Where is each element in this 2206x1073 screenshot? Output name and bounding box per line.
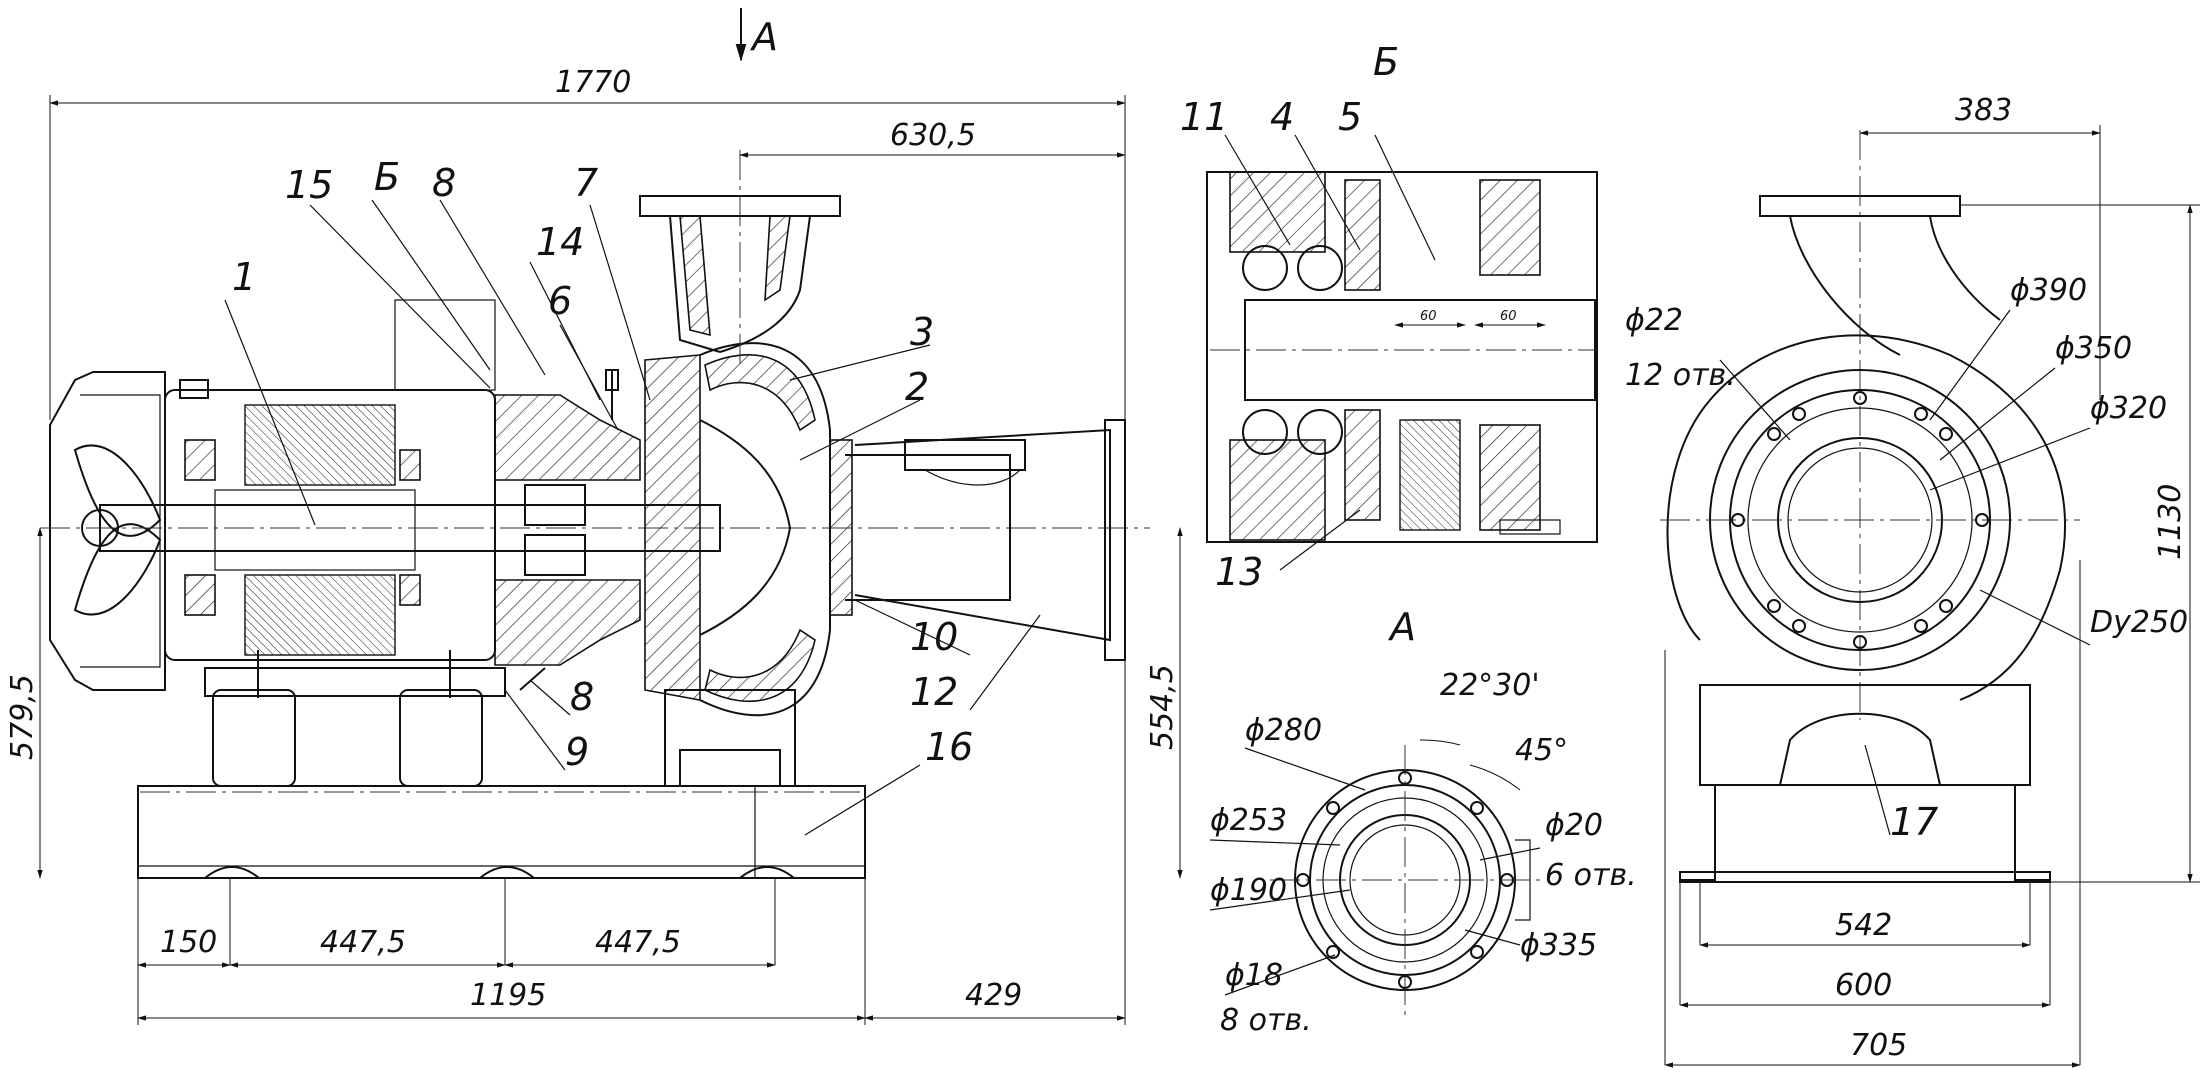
label-phi22: ϕ22 (1625, 303, 1683, 338)
callout-3: 3 (910, 310, 934, 354)
callout-9: 9 (565, 730, 589, 774)
bearing-housing (494, 369, 641, 691)
dim-60-a: 60 (1420, 309, 1437, 324)
callout-15: 15 (285, 163, 333, 207)
dim-383: 383 (1955, 93, 2012, 128)
label-phi350: ϕ350 (2055, 331, 2132, 366)
pump-casing (644, 342, 1011, 717)
dim-1130: 1130 (2153, 484, 2188, 560)
view-a-flange: A ϕ280 ϕ253 ϕ190 ϕ18 8 отв. 22°30' (1209, 605, 1637, 1038)
callout-8a: 8 (432, 161, 456, 205)
side-view: 383 1130 ϕ22 12 отв. ϕ390 ϕ350 ϕ320 Dy25… (1625, 93, 2200, 1068)
callout-b: Б (374, 155, 400, 199)
label-12-holes: 12 отв. (1625, 358, 1736, 393)
flange-bolts (1731, 391, 1989, 649)
callout-14: 14 (536, 220, 584, 264)
label-phi335: ϕ335 (1520, 928, 1597, 963)
electric-motor (164, 299, 496, 661)
callout-11: 11 (1180, 95, 1228, 139)
pump-support (664, 689, 796, 787)
base-frame (137, 785, 866, 879)
dim-542: 542 (1835, 908, 1892, 943)
callout-12: 12 (910, 670, 958, 714)
callout-5: 5 (1338, 95, 1362, 139)
callout-2: 2 (905, 365, 929, 409)
label-phi280: ϕ280 (1245, 713, 1322, 748)
main-dimensions: 1770 630,5 579,5 554,5 150 447,5 447,5 1… (5, 65, 1183, 1025)
fan-cover (49, 371, 209, 691)
callout-7: 7 (574, 161, 598, 205)
callout-13: 13 (1215, 550, 1263, 594)
section-b-title: Б (1373, 40, 1399, 84)
main-callouts: 1 15 Б 8 14 7 6 3 2 10 12 16 8 (224, 155, 1041, 836)
label-phi190: ϕ190 (1210, 873, 1287, 908)
callout-8b: 8 (570, 675, 594, 719)
label-angle: 22°30' (1440, 668, 1540, 703)
dim-579-5: 579,5 (5, 674, 40, 760)
motor-feet (204, 650, 506, 787)
label-8-holes: 8 отв. (1220, 1003, 1312, 1038)
dim-554-5: 554,5 (1145, 664, 1180, 750)
view-a-title: A (1387, 605, 1416, 649)
dim-447-5-b: 447,5 (595, 925, 681, 960)
label-45deg: 45° (1515, 733, 1568, 768)
view-a-arrow-icon: A (735, 8, 778, 62)
callout-4: 4 (1270, 95, 1294, 139)
label-phi253: ϕ253 (1210, 803, 1287, 838)
dim-600: 600 (1835, 968, 1892, 1003)
shaft (40, 504, 1150, 552)
dim-1770: 1770 (555, 65, 631, 100)
dim-60-b: 60 (1500, 309, 1517, 324)
callout-1: 1 (232, 255, 256, 299)
callout-16: 16 (925, 725, 973, 769)
main-view: A (5, 8, 1183, 1025)
dim-630-5: 630,5 (890, 118, 976, 153)
dim-429: 429 (965, 978, 1022, 1013)
label-dy250: Dy250 (2090, 605, 2188, 640)
suction-pipe (854, 419, 1126, 661)
discharge-nozzle (639, 150, 841, 365)
label-6-holes: 6 отв. (1545, 858, 1637, 893)
callout-6: 6 (548, 279, 572, 323)
dim-447-5-a: 447,5 (320, 925, 406, 960)
view-a-arrow-label: A (749, 15, 778, 59)
callout-10: 10 (910, 615, 958, 659)
label-phi18: ϕ18 (1225, 958, 1283, 993)
section-b-detail: Б 60 60 11 4 5 13 (1180, 40, 1598, 594)
callout-17: 17 (1890, 800, 1938, 844)
dim-705: 705 (1850, 1028, 1907, 1063)
dim-150: 150 (160, 925, 217, 960)
dim-1195: 1195 (470, 978, 546, 1013)
label-phi390: ϕ390 (2010, 273, 2087, 308)
label-phi20: ϕ20 (1545, 808, 1603, 843)
label-phi320: ϕ320 (2090, 391, 2167, 426)
